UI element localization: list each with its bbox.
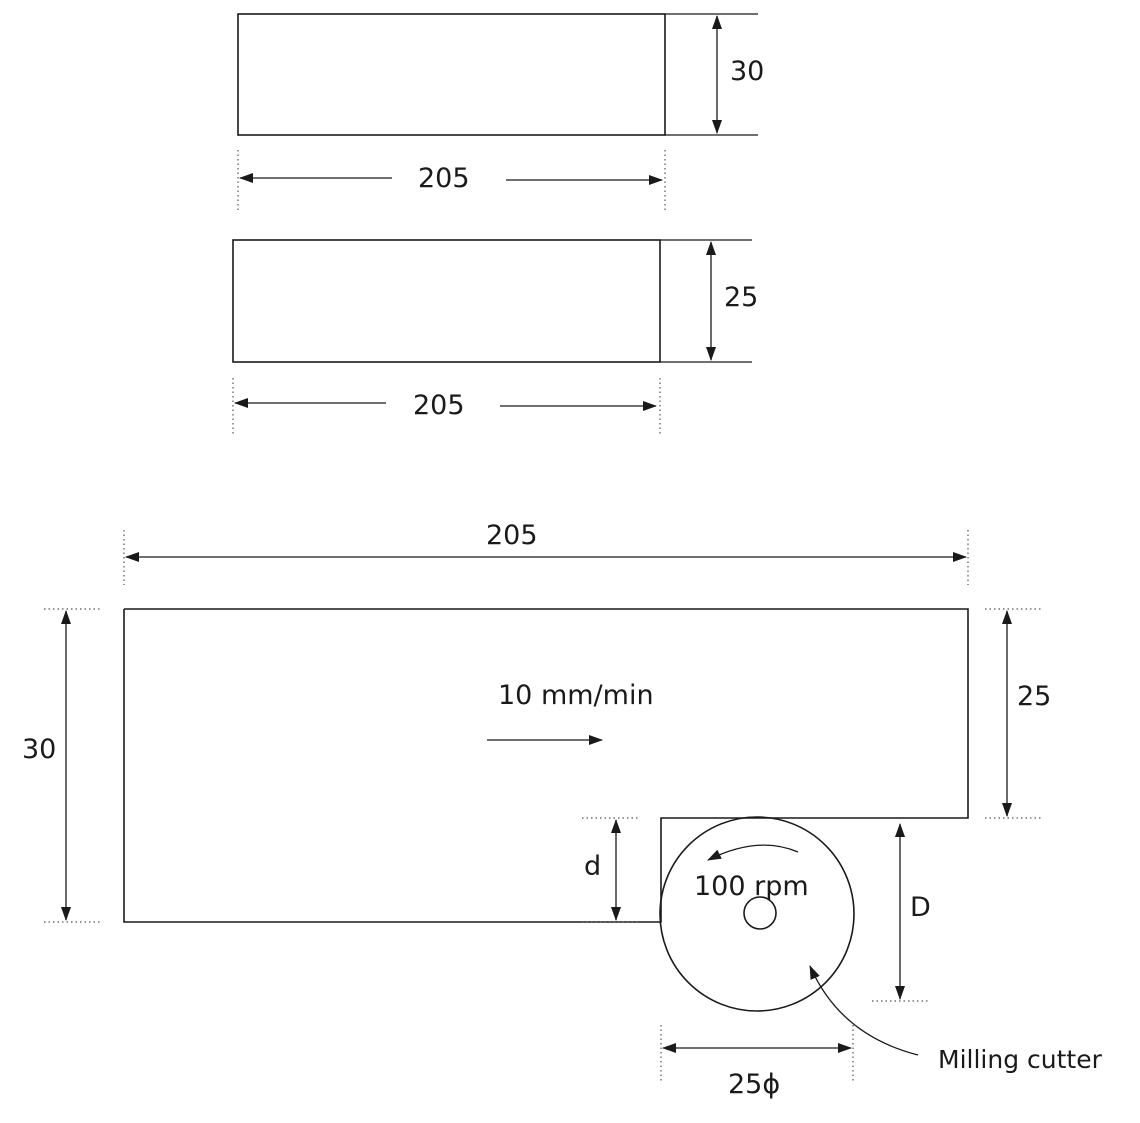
remaining-height-label: 25 [1017, 681, 1051, 712]
spindle-speed-label: 100 rpm [694, 871, 809, 902]
cutter-leader-line [809, 965, 919, 1056]
block-25-outline [232, 239, 661, 363]
feed-rate-label: 10 mm/min [498, 680, 654, 711]
length-dimension-label: 205 [418, 163, 470, 194]
milling-cutter-caption: Milling cutter [938, 1045, 1103, 1074]
height-dimension-label: 30 [730, 56, 764, 87]
milling-setup-view: 205 30 25 10 mm/min d 100 rpm D [22, 520, 1103, 1100]
overall-height-label: 30 [22, 734, 56, 765]
overall-length-label: 205 [486, 520, 538, 551]
cutter-depth-label: D [910, 892, 931, 923]
block-30-outline [237, 13, 666, 136]
height-dimension-label: 25 [724, 282, 758, 313]
workpiece-outline [123, 608, 969, 923]
cutter-arbor-hole [743, 896, 777, 930]
depth-of-cut-label: d [584, 851, 601, 882]
block-view-25: 25 205 [232, 239, 758, 434]
cutter-diameter-label: 25ϕ [728, 1069, 780, 1100]
milling-cutter-circle [659, 816, 855, 1012]
block-view-30: 30 205 [237, 13, 764, 210]
rotation-arrow [707, 844, 799, 861]
length-dimension-label: 205 [413, 390, 465, 421]
